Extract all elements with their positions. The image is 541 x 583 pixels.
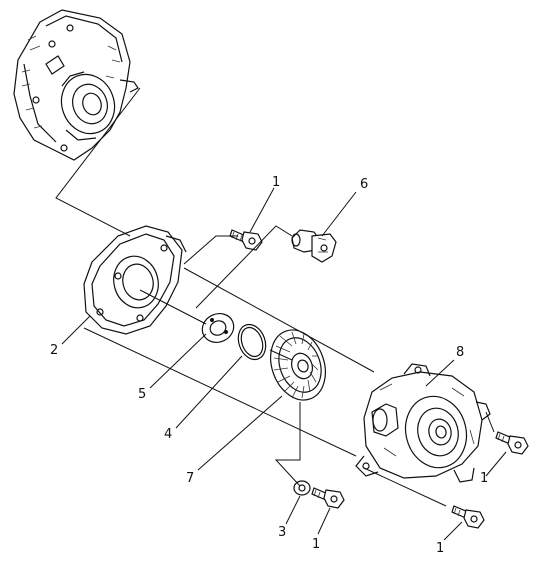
o-ring <box>237 323 267 361</box>
callout-1-top: 1 <box>272 175 280 190</box>
callout-4: 4 <box>164 427 172 442</box>
impeller-fan <box>270 329 326 401</box>
mounting-plate <box>83 225 187 335</box>
callout-1-bottom: 1 <box>312 537 320 552</box>
bolt-bottom-right <box>451 505 485 529</box>
crankcase-housing <box>13 9 139 161</box>
callout-7: 7 <box>186 471 194 486</box>
callout-labels: 1 6 2 8 5 4 7 1 3 1 1 <box>50 175 488 556</box>
callout-2: 2 <box>50 343 58 358</box>
shim-plate <box>201 313 235 343</box>
bolt-right <box>495 431 529 455</box>
callout-leaders <box>61 187 507 541</box>
bolt-bottom <box>311 487 345 509</box>
sensor-fitting <box>291 229 337 263</box>
bolt-top <box>229 229 263 251</box>
callout-3: 3 <box>278 525 286 540</box>
callout-1-bottom-right: 1 <box>436 541 444 556</box>
assembly-lines <box>55 87 495 507</box>
callout-5: 5 <box>138 387 146 402</box>
callout-8: 8 <box>456 345 464 360</box>
pump-housing <box>355 363 491 483</box>
callout-1-right: 1 <box>480 471 488 486</box>
washer <box>293 480 311 496</box>
callout-6: 6 <box>360 177 368 192</box>
